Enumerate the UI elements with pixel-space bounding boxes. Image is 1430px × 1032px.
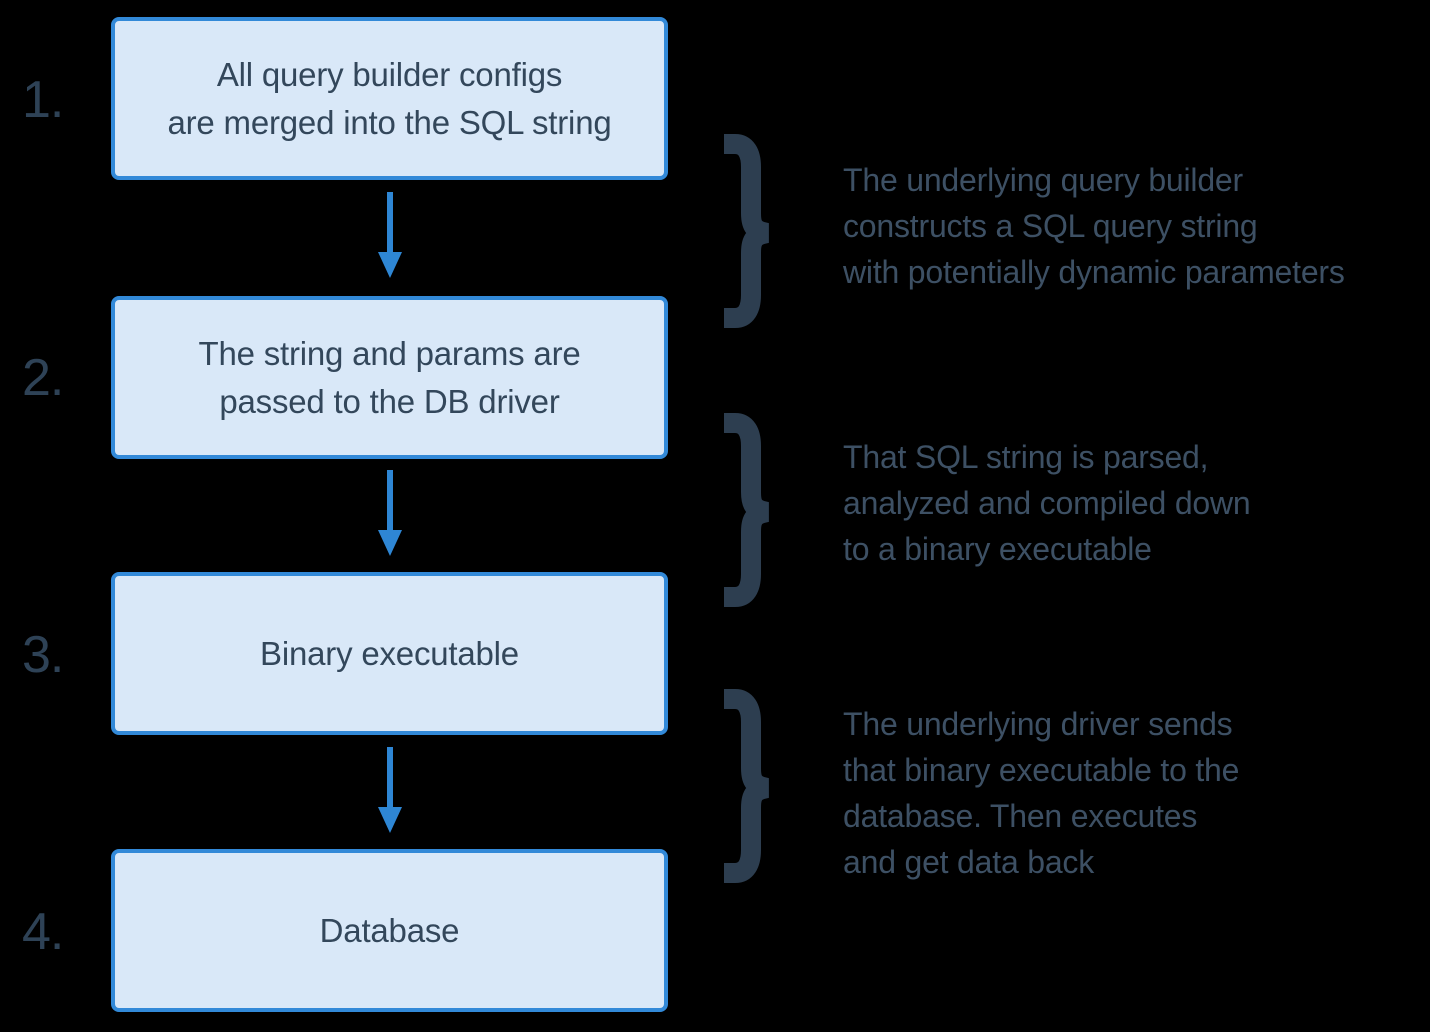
step-3-box: Binary executable: [111, 572, 668, 735]
annotation-2: That SQL string is parsed, analyzed and …: [843, 439, 1251, 567]
step-3-box-label: Binary executable: [260, 634, 519, 672]
right-curly-brace-icon: [724, 689, 770, 883]
arrow-down-icon: [378, 192, 402, 278]
step-2-box-label: The string and params are passed to the …: [198, 334, 581, 420]
step-2-number: 2.: [22, 349, 64, 407]
step-3-number: 3.: [22, 626, 64, 684]
arrow-down-icon: [378, 747, 402, 833]
arrow-down-icon: [378, 470, 402, 556]
step-1-box-label: All query builder configs are merged int…: [167, 55, 612, 141]
step-1-box: All query builder configs are merged int…: [111, 17, 668, 180]
right-curly-brace-icon: [724, 413, 770, 607]
step-4-number: 4.: [22, 903, 64, 961]
step-1-number: 1.: [22, 71, 64, 129]
right-curly-brace-icon: [724, 134, 770, 328]
annotation-1: The underlying query builder constructs …: [843, 162, 1345, 290]
step-2-box: The string and params are passed to the …: [111, 296, 668, 459]
step-4-box-label: Database: [319, 911, 460, 949]
step-4-box: Database: [111, 849, 668, 1012]
annotation-3: The underlying driver sends that binary …: [843, 706, 1240, 880]
